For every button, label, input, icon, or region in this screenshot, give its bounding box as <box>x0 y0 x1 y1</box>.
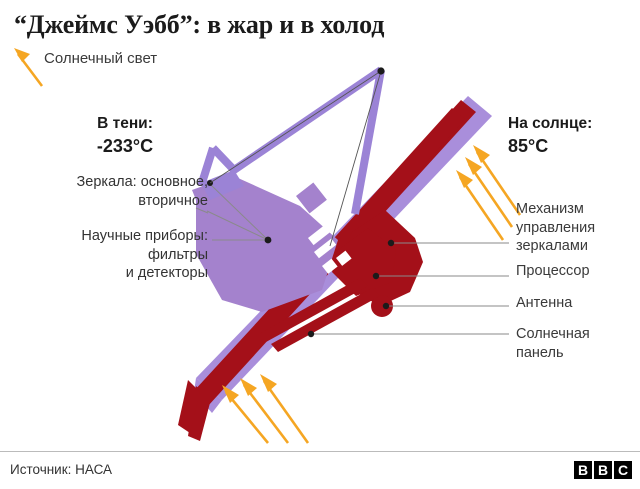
bbc-logo: B B C <box>574 461 632 479</box>
label-sunlight: Солнечный свет <box>44 50 158 67</box>
solar-panel <box>259 278 380 352</box>
secondary-mirror-dot <box>377 67 385 75</box>
callout-instruments: Научные приборы: фильтры и детекторы <box>81 228 208 281</box>
spacecraft-diagram <box>14 48 522 444</box>
sun-temperature: 85°C <box>508 136 549 156</box>
callout-mirrors: Зеркала: основное, вторичное <box>76 174 208 209</box>
sunlight-arrows-bottom <box>222 374 310 444</box>
callout-mirror-mechanism: Механизм управления зеркалами <box>516 201 596 254</box>
page-title: “Джеймс Уэбб”: в жар и в холод <box>14 10 385 39</box>
sunlight-arrows-right <box>456 145 522 241</box>
callout-processor: Процессор <box>516 263 590 279</box>
bbc-logo-letter-2: B <box>594 461 612 479</box>
sun-caption: На солнце: <box>508 115 593 132</box>
label-shade-side: В тени: -233°C <box>30 92 220 178</box>
callout-antenna: Антенна <box>516 295 573 311</box>
antenna-dish <box>371 295 393 317</box>
leader-lines-left <box>195 183 271 241</box>
footer-divider <box>0 451 640 452</box>
shade-temperature: -233°C <box>96 136 154 156</box>
callout-solar-panel: Солнечная панель <box>516 326 590 361</box>
leader-dots-right <box>307 239 395 338</box>
bbc-logo-letter-3: C <box>614 461 632 479</box>
instrument-module <box>192 178 352 312</box>
source-credit: Источник: НАСА <box>10 462 113 477</box>
mirror-strut-foot <box>201 170 244 200</box>
shade-caption: В тени: <box>97 115 153 132</box>
sunlight-arrow-top <box>14 48 44 87</box>
label-sun-side: На солнце: 85°C <box>508 92 636 178</box>
leader-lines-right <box>311 242 509 335</box>
mirror-ray-lines <box>209 70 382 247</box>
bbc-logo-letter-1: B <box>574 461 592 479</box>
